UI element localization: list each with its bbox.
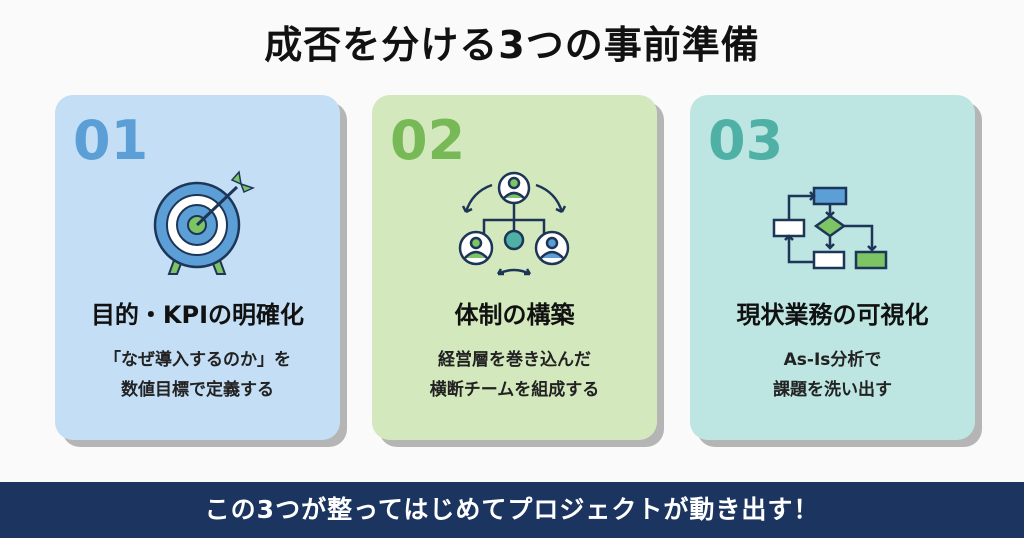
card-team: 02 体制の構築 経営層を巻き込んだ 横断チームを組成する: [372, 95, 657, 440]
desc-line: 「なぜ導入するのか」を: [104, 350, 291, 370]
desc-line: 横断チームを組成する: [429, 380, 600, 400]
card-kpi: 01 目的・KPIの明確化 「なぜ導入するのか」を 数値目標で定義する: [55, 95, 340, 440]
desc-line: 課題を洗い出す: [773, 380, 892, 400]
card-title: 現状業務の可視化: [736, 301, 929, 329]
flowchart-icon: [772, 186, 888, 270]
card-number: 02: [390, 109, 466, 172]
page-title: 成否を分ける3つの事前準備: [264, 23, 760, 67]
card-title: 目的・KPIの明確化: [90, 301, 305, 329]
team-structure-icon: [458, 171, 570, 276]
card-number: 03: [708, 109, 784, 172]
card-description: 「なぜ導入するのか」を 数値目標で定義する: [55, 345, 340, 405]
target-icon: [153, 170, 256, 275]
conclusion-banner: この3つが整ってはじめてプロジェクトが動き出す！: [0, 482, 1024, 538]
desc-line: As-Is分析で: [783, 350, 882, 370]
card-description: 経営層を巻き込んだ 横断チームを組成する: [372, 345, 657, 405]
card-process: 03 現状業務の可視化 As-Is分析で 課題を洗い出す: [690, 95, 975, 440]
card-number: 01: [73, 109, 149, 172]
desc-line: 経営層を巻き込んだ: [438, 350, 591, 370]
card-description: As-Is分析で 課題を洗い出す: [690, 345, 975, 405]
desc-line: 数値目標で定義する: [121, 380, 274, 400]
card-title: 体制の構築: [454, 301, 575, 329]
